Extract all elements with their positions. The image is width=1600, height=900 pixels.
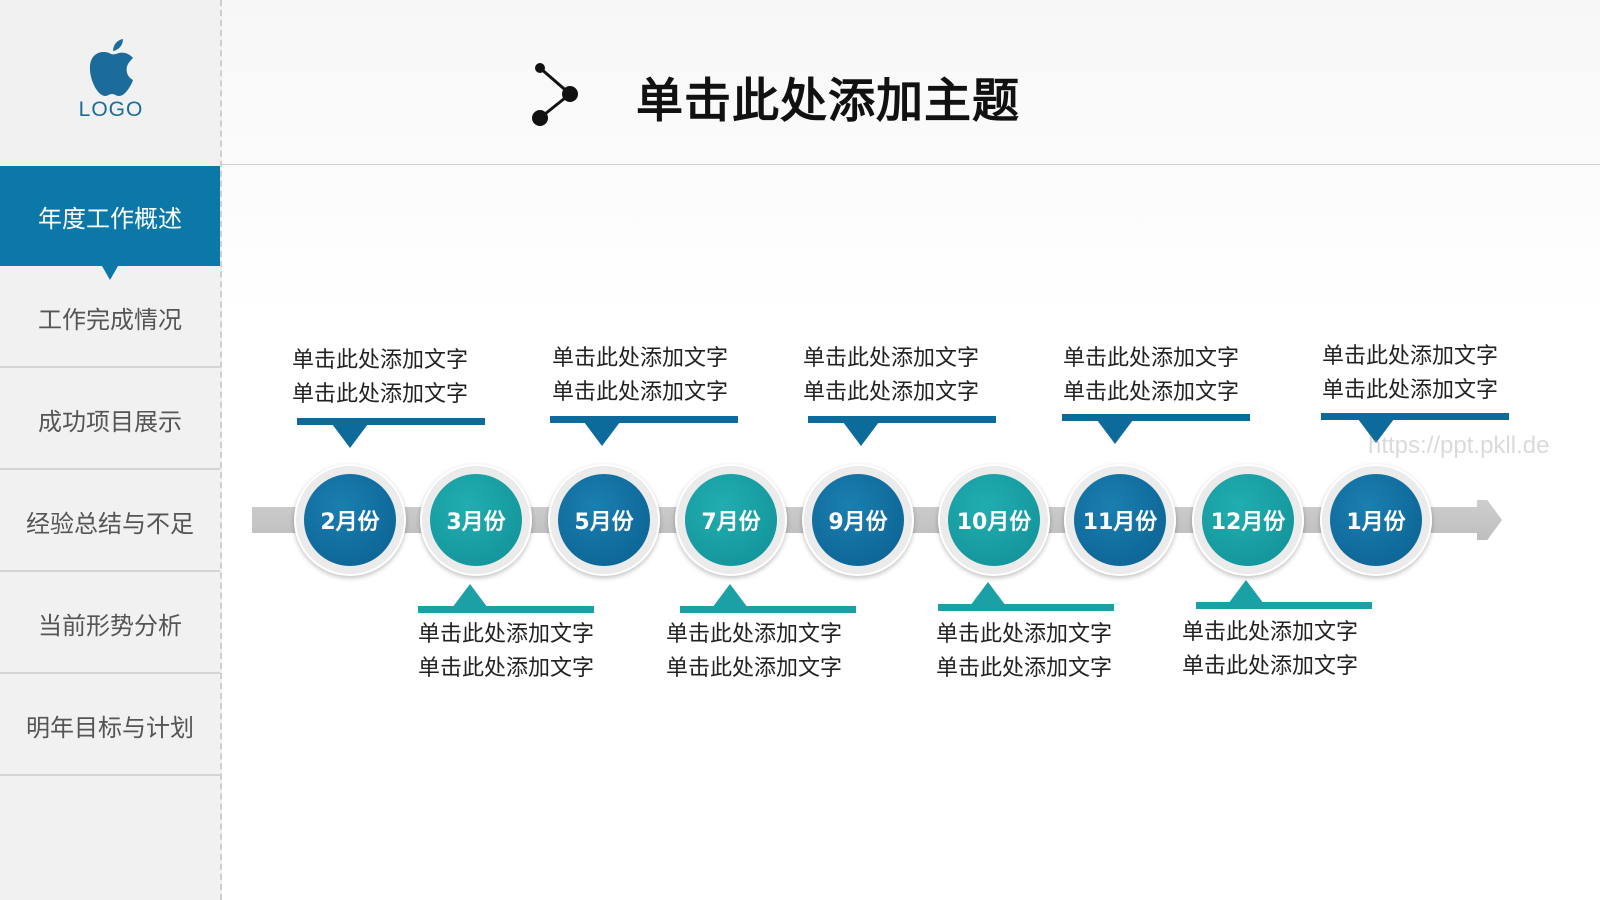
- top-callout-text[interactable]: 单击此处添加文字 单击此处添加文字: [803, 342, 979, 410]
- timeline-node-label: 9月份: [812, 474, 904, 566]
- timeline-node[interactable]: 1月份: [1320, 464, 1432, 576]
- callout-pointer-down: [332, 424, 368, 448]
- callout-line: 单击此处添加文字: [292, 382, 469, 407]
- top-callout-text[interactable]: 单击此处添加文字 单击此处添加文字: [1063, 342, 1239, 410]
- callout-pointer-down: [1358, 419, 1394, 443]
- timeline-node[interactable]: 10月份: [938, 464, 1050, 576]
- callout-line: 单击此处添加文字: [292, 348, 469, 373]
- sidebar-item-situation-analysis[interactable]: 当前形势分析: [0, 574, 220, 674]
- timeline-node[interactable]: 3月份: [420, 464, 532, 576]
- sidebar-item-annual-overview[interactable]: 年度工作概述: [0, 166, 220, 280]
- top-callout-bar: [297, 418, 485, 425]
- callout-line: 单击此处添加文字: [666, 656, 843, 681]
- timeline-node-label: 5月份: [558, 474, 650, 566]
- callout-line: 单击此处添加文字: [418, 656, 595, 681]
- timeline-node-label: 11月份: [1074, 474, 1166, 566]
- timeline-node[interactable]: 11月份: [1064, 464, 1176, 576]
- callout-pointer-up: [452, 584, 488, 608]
- top-callout-bar: [808, 416, 996, 423]
- timeline-node-label: 1月份: [1330, 474, 1422, 566]
- callout-line: 单击此处添加文字: [1182, 620, 1359, 645]
- callout-line: 单击此处添加文字: [552, 380, 729, 405]
- timeline-node[interactable]: 7月份: [675, 464, 787, 576]
- bottom-callout-text[interactable]: 单击此处添加文字 单击此处添加文字: [936, 618, 1112, 686]
- watermark: https://ppt.pkll.de: [1368, 432, 1550, 459]
- callout-pointer-down: [1097, 420, 1133, 444]
- sidebar: LOGO 年度工作概述 工作完成情况 成功项目展示 经验总结与不足 当前形势分析…: [0, 0, 222, 900]
- callout-line: 单击此处添加文字: [418, 622, 595, 647]
- header-divider: [222, 164, 1600, 165]
- callout-line: 单击此处添加文字: [1322, 378, 1499, 403]
- bottom-callout-bar: [938, 604, 1114, 611]
- callout-line: 单击此处添加文字: [1322, 344, 1499, 369]
- bottom-callout-bar: [1196, 602, 1372, 609]
- apple-logo-icon: [89, 39, 133, 96]
- bottom-callout-bar: [418, 606, 594, 613]
- callout-line: 单击此处添加文字: [936, 622, 1113, 647]
- sidebar-item-label: 工作完成情况: [38, 305, 182, 334]
- logo: LOGO: [0, 38, 222, 138]
- timeline-node-label: 7月份: [685, 474, 777, 566]
- top-callout-bar: [1321, 413, 1509, 420]
- callout-line: 单击此处添加文字: [803, 380, 980, 405]
- callout-line: 单击此处添加文字: [666, 622, 843, 647]
- top-callout-bar: [550, 416, 738, 423]
- bottom-callout-text[interactable]: 单击此处添加文字 单击此处添加文字: [1182, 616, 1358, 684]
- sidebar-item-experience-summary[interactable]: 经验总结与不足: [0, 472, 220, 572]
- top-callout-text[interactable]: 单击此处添加文字 单击此处添加文字: [292, 344, 468, 412]
- page-title[interactable]: 单击此处添加主题: [636, 74, 1020, 129]
- sidebar-item-label: 成功项目展示: [38, 407, 182, 436]
- top-callout-text[interactable]: 单击此处添加文字 单击此处添加文字: [552, 342, 728, 410]
- bottom-callout-text[interactable]: 单击此处添加文字 单击此处添加文字: [418, 618, 594, 686]
- timeline-node-label: 2月份: [304, 474, 396, 566]
- callout-pointer-down: [843, 422, 879, 446]
- callout-pointer-up: [970, 582, 1006, 606]
- sidebar-item-next-year-plan[interactable]: 明年目标与计划: [0, 676, 220, 776]
- top-callout-text[interactable]: 单击此处添加文字 单击此处添加文字: [1322, 340, 1498, 408]
- timeline-node-label: 10月份: [948, 474, 1040, 566]
- sidebar-item-label: 明年目标与计划: [26, 713, 194, 742]
- callout-pointer-up: [712, 584, 748, 608]
- sidebar-item-label: 当前形势分析: [38, 611, 182, 640]
- top-callout-bar: [1062, 414, 1250, 421]
- timeline-node[interactable]: 12月份: [1192, 464, 1304, 576]
- timeline-node[interactable]: 5月份: [548, 464, 660, 576]
- callout-line: 单击此处添加文字: [1182, 654, 1359, 679]
- callout-pointer-down: [584, 422, 620, 446]
- logo-text: LOGO: [78, 98, 144, 121]
- callout-line: 单击此处添加文字: [803, 346, 980, 371]
- share-nodes-icon: [532, 63, 578, 126]
- timeline-node-label: 3月份: [430, 474, 522, 566]
- sidebar-item-label: 年度工作概述: [38, 204, 182, 233]
- callout-line: 单击此处添加文字: [552, 346, 729, 371]
- sidebar-item-success-projects[interactable]: 成功项目展示: [0, 370, 220, 470]
- callout-line: 单击此处添加文字: [936, 656, 1113, 681]
- timeline-node-label: 12月份: [1202, 474, 1294, 566]
- bottom-callout-bar: [680, 606, 856, 613]
- callout-line: 单击此处添加文字: [1063, 380, 1240, 405]
- sidebar-item-label: 经验总结与不足: [26, 509, 194, 538]
- sidebar-item-work-completion[interactable]: 工作完成情况: [0, 268, 220, 368]
- timeline-node[interactable]: 2月份: [294, 464, 406, 576]
- bottom-callout-text[interactable]: 单击此处添加文字 单击此处添加文字: [666, 618, 842, 686]
- timeline-node[interactable]: 9月份: [802, 464, 914, 576]
- callout-line: 单击此处添加文字: [1063, 346, 1240, 371]
- callout-pointer-up: [1228, 580, 1264, 604]
